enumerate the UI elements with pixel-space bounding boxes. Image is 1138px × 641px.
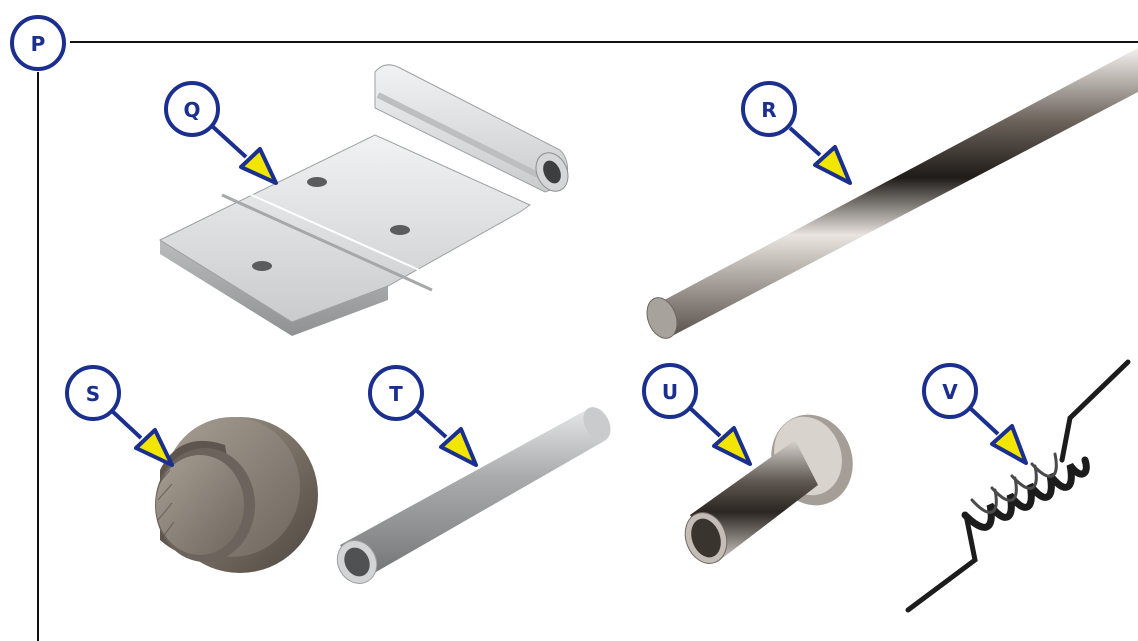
arrow-v <box>968 406 1028 465</box>
callout-label-q: Q <box>183 98 200 122</box>
arrow-s <box>109 408 174 467</box>
rod-part <box>646 48 1138 339</box>
panel-frame <box>37 41 1138 641</box>
arrow-u <box>688 406 752 466</box>
knurled-knob-part <box>155 417 318 573</box>
callout-label-t: T <box>389 382 403 406</box>
arrow-t <box>414 408 478 467</box>
callout-label-r: R <box>761 98 776 122</box>
callout-v: V <box>922 363 978 419</box>
callout-label-p: P <box>31 32 46 56</box>
callout-r: R <box>741 81 797 137</box>
hinge-plate-part <box>158 64 569 336</box>
tube-part <box>336 407 611 584</box>
flanged-bushing-part <box>684 414 853 564</box>
arrow-q <box>210 124 278 185</box>
arrow-r <box>788 126 852 185</box>
callout-p: P <box>10 15 66 71</box>
callout-label-s: S <box>86 382 100 406</box>
callout-q: Q <box>164 81 220 137</box>
callout-label-v: V <box>942 380 958 404</box>
callout-s: S <box>65 365 121 421</box>
callout-label-u: U <box>662 380 678 404</box>
torsion-spring-part <box>905 359 1131 613</box>
callout-t: T <box>368 365 424 421</box>
callout-u: U <box>642 363 698 419</box>
callout-arrows <box>109 124 1028 467</box>
